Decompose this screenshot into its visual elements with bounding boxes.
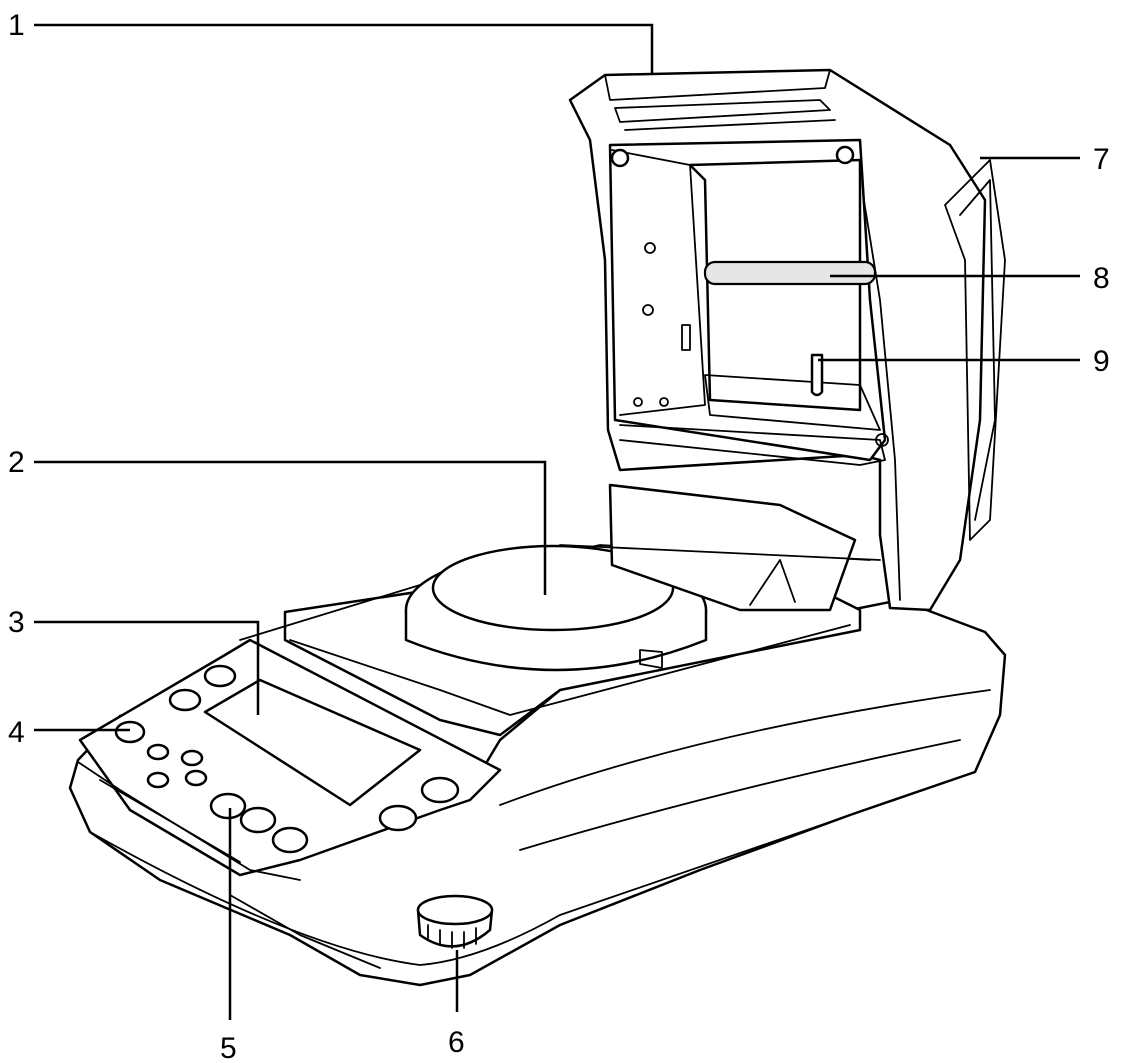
pan-handle: [639, 649, 663, 669]
hood-vent-2: [624, 119, 836, 131]
panel-keys: [114, 664, 460, 854]
hood-side-handle: [944, 159, 1006, 541]
sample-pan: [404, 544, 708, 672]
cavity-hole-1: [644, 242, 656, 254]
shield-base: [559, 544, 881, 561]
foot-top: [416, 894, 494, 926]
callout-7: 7: [1093, 143, 1110, 176]
temperature-sensor: [810, 353, 824, 397]
shield-panel: [608, 483, 857, 612]
control-panel: [77, 638, 502, 881]
key-bottom-1: [209, 792, 247, 820]
base-side-edge: [499, 689, 991, 806]
callout-4: 4: [8, 716, 25, 749]
callout-5: 5: [220, 1032, 237, 1063]
key-top-2: [168, 688, 202, 712]
shield-fold: [749, 559, 796, 606]
callout-8: 8: [1093, 262, 1110, 295]
key-right-2: [420, 776, 460, 804]
pan-outer-wall: [404, 610, 708, 672]
cavity-hole-5: [875, 433, 889, 447]
base-lower-line: [519, 739, 961, 851]
heating-rod: [703, 260, 877, 286]
key-bottom-3: [271, 826, 309, 854]
hinge-pin-left: [610, 148, 630, 168]
callout-9: 9: [1093, 345, 1110, 378]
heater-cavity: [608, 138, 889, 466]
cavity-hole-4: [659, 397, 669, 407]
key-small-3: [146, 771, 170, 789]
key-bottom-2: [239, 806, 277, 834]
callout-3: 3: [8, 606, 25, 639]
cavity-shelf: [619, 424, 886, 466]
leader-3: [34, 620, 260, 715]
deck-rim: [289, 624, 851, 716]
key-small-2: [180, 749, 204, 767]
hinge-pin-right: [835, 145, 855, 165]
base-bottom-rim: [229, 894, 381, 969]
cavity-hole-2: [642, 304, 654, 316]
key-left-4: [114, 720, 146, 744]
callout-2: 2: [8, 446, 25, 479]
hood-vent-1: [614, 99, 831, 123]
cavity-left-wall: [611, 149, 706, 416]
base-front-edge: [89, 771, 976, 966]
hood-side-groove: [959, 179, 996, 521]
callout-1: 1: [8, 9, 25, 42]
callout-labels: 1 2 3 4 5 6 7 8 9: [8, 9, 1110, 1063]
callout-6: 6: [448, 1026, 465, 1059]
cavity-hole-3: [633, 397, 643, 407]
key-top-1: [203, 664, 237, 688]
leader-1: [34, 23, 654, 75]
key-small-1: [146, 743, 170, 761]
cavity-slot: [681, 324, 691, 351]
leveling-foot: [416, 894, 494, 949]
pan-inner-dish: [431, 544, 675, 632]
draft-shield: [559, 483, 881, 612]
leader-lines: [34, 23, 1080, 1020]
hood-top-bar: [604, 69, 831, 101]
panel-edge: [99, 779, 241, 863]
cavity-bottom: [704, 374, 881, 431]
key-small-4: [184, 769, 208, 787]
key-right-1: [378, 804, 418, 832]
leader-2: [34, 460, 547, 595]
foot-knurl: [427, 924, 477, 949]
hood-edge: [854, 144, 901, 601]
